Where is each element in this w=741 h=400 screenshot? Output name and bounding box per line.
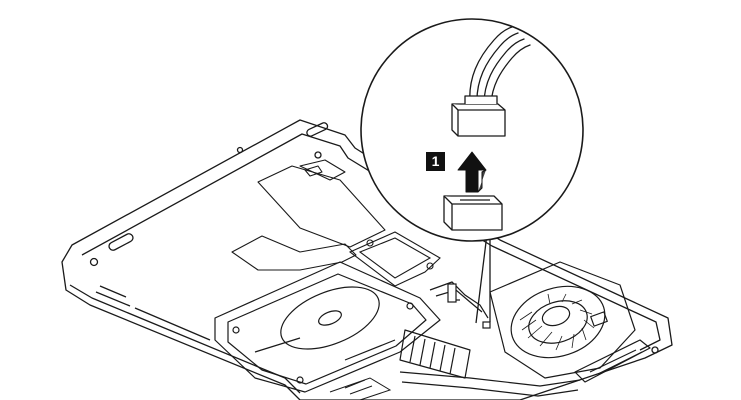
fan-housing — [489, 261, 636, 379]
chassis-slot-top — [306, 122, 329, 137]
hdd-platter — [280, 286, 380, 350]
thermal-fan-assembly — [399, 261, 651, 397]
wireless-card — [348, 231, 441, 287]
hard-drive — [214, 261, 441, 393]
upper-panel — [231, 159, 386, 271]
cable-wires — [469, 26, 531, 105]
bottom-components — [329, 377, 392, 400]
board-connector — [482, 321, 491, 329]
laptop-base — [61, 119, 673, 400]
step-number-badge: 1 — [426, 152, 445, 171]
chassis-outline — [61, 119, 673, 400]
board-socket — [443, 195, 503, 231]
hdd-bracket — [214, 261, 441, 393]
fan-cable-route — [429, 281, 491, 329]
chassis-slot-left — [108, 233, 134, 251]
up-arrow-icon — [457, 151, 487, 193]
fan-blades — [510, 285, 606, 359]
heatsink-fins — [399, 329, 471, 379]
chassis-front-edge — [69, 284, 301, 394]
heat-pipe — [399, 371, 581, 387]
cable-plug — [451, 95, 506, 137]
callout-leader-lines — [475, 233, 491, 324]
